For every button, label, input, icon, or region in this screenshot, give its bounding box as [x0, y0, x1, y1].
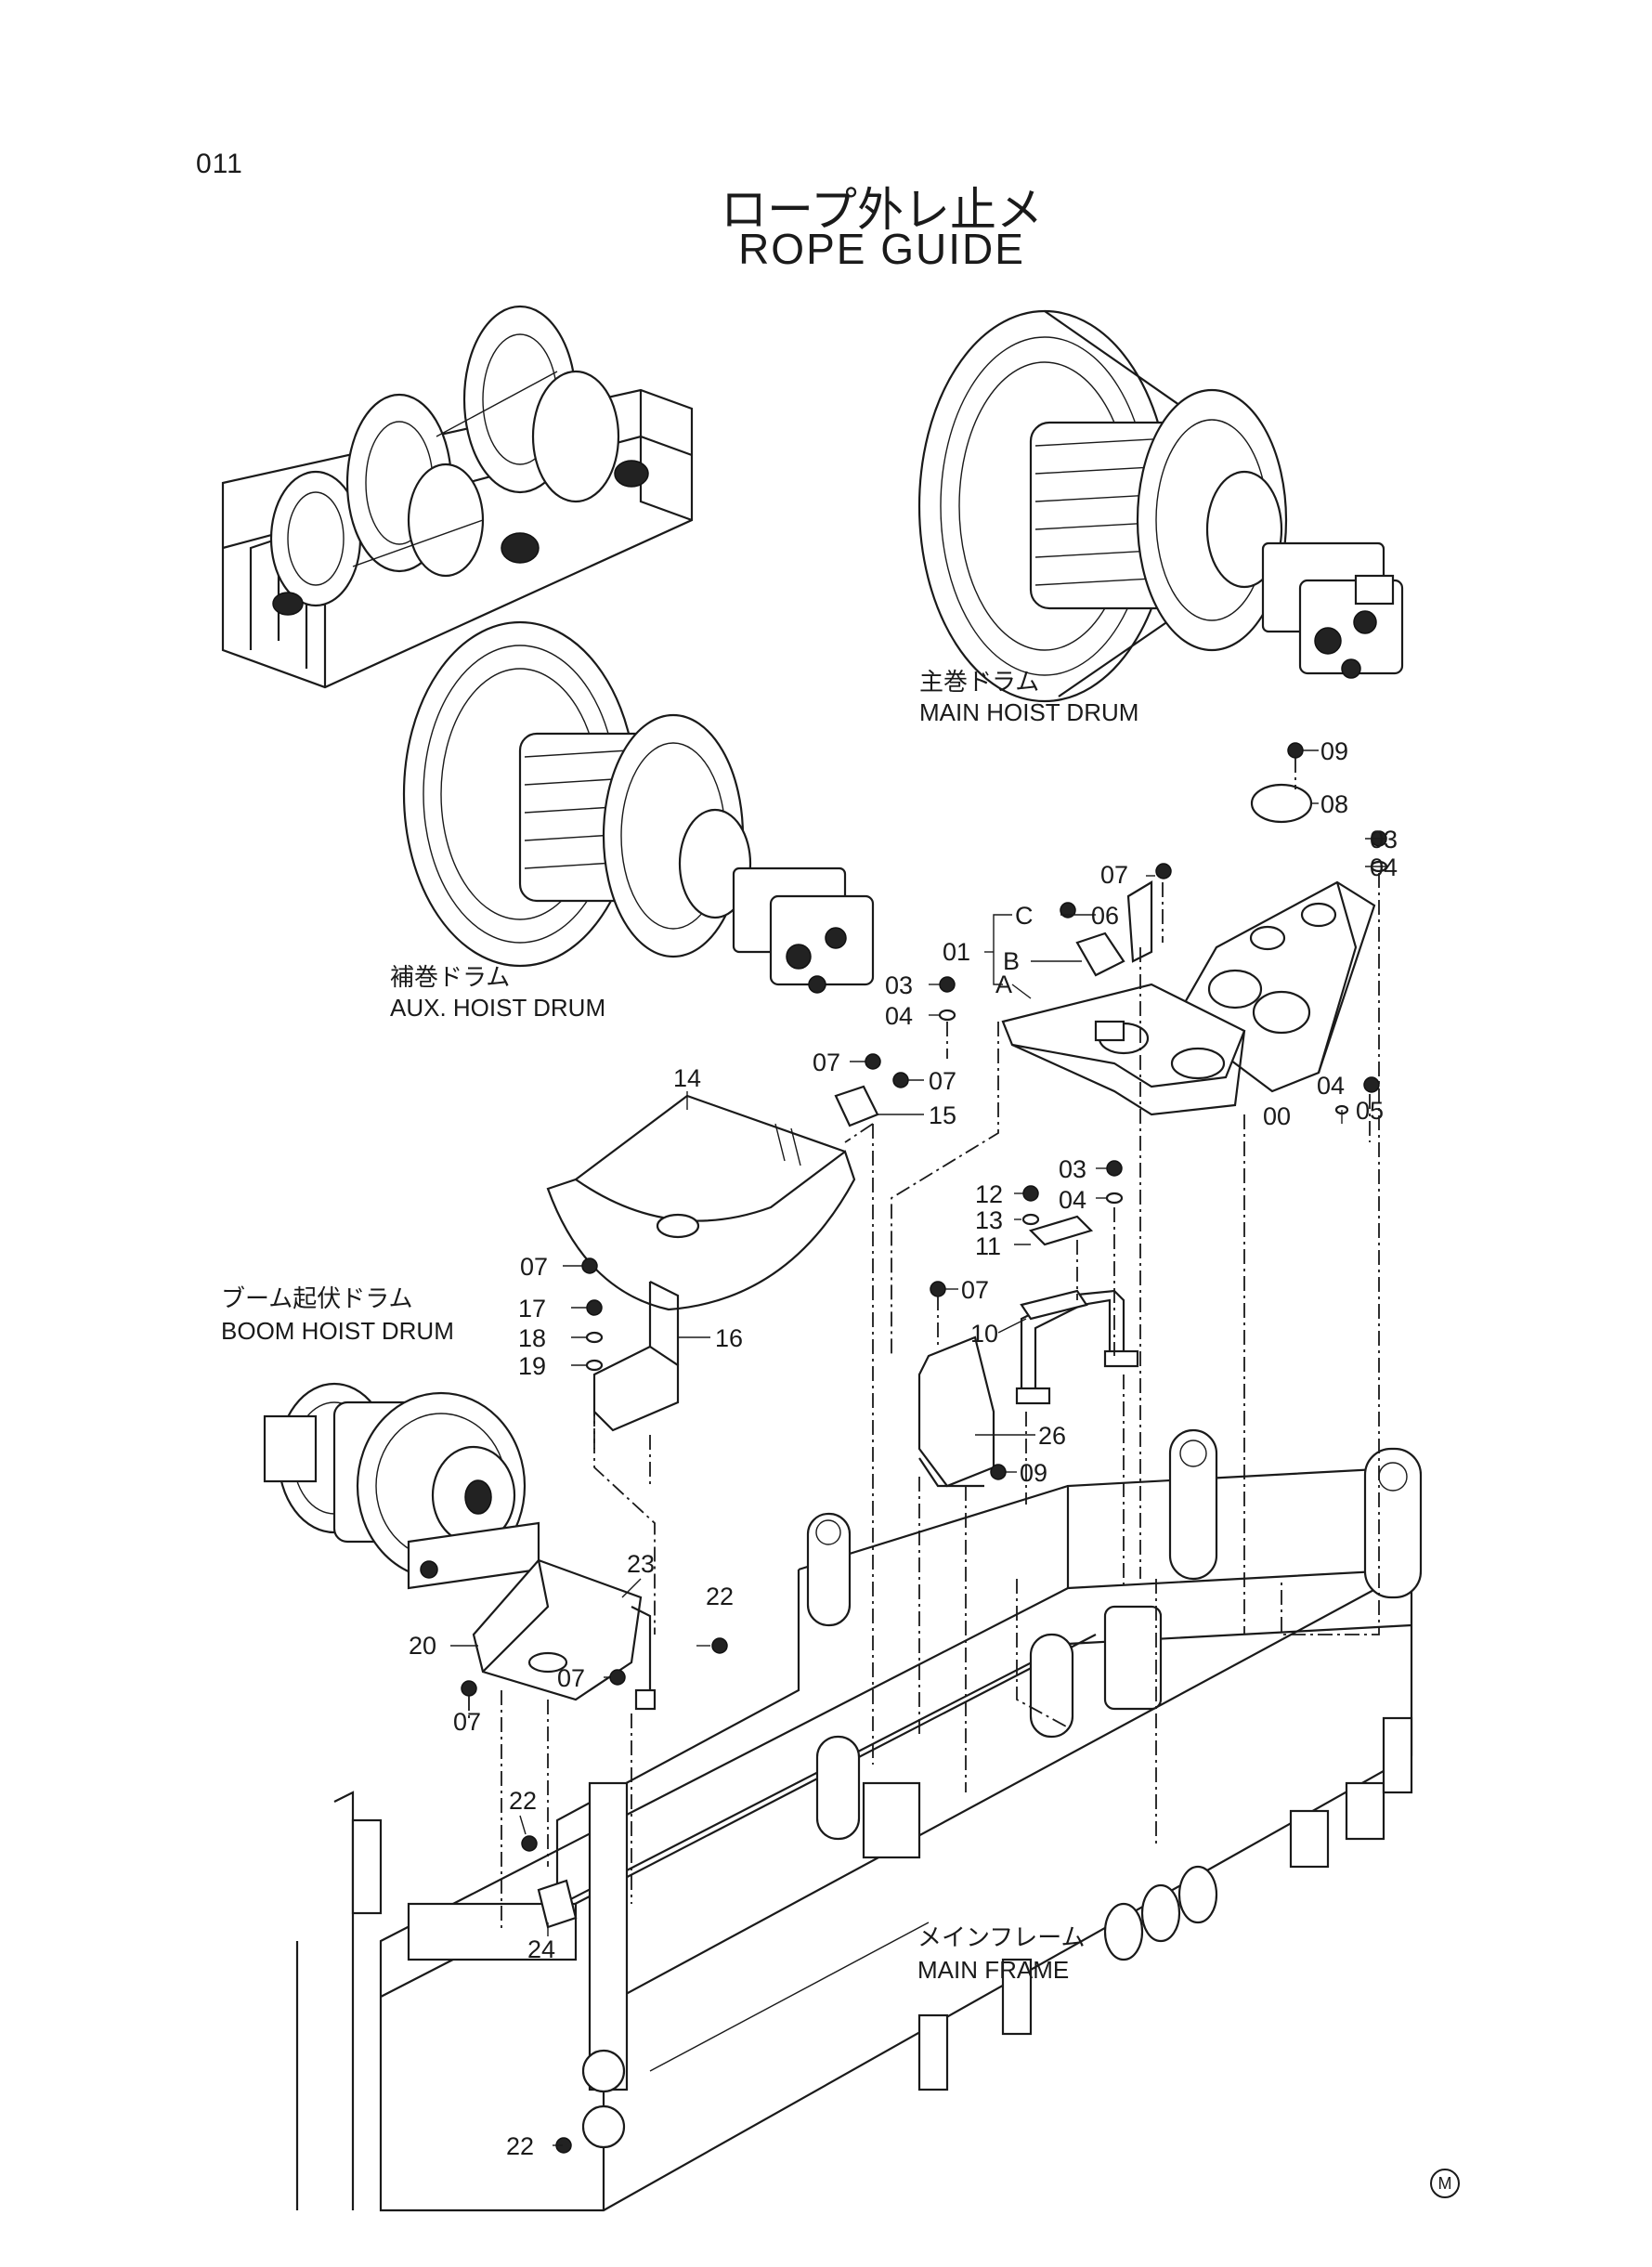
- callout-07: 07: [453, 1708, 482, 1736]
- callout-18: 18: [518, 1324, 547, 1352]
- callout-07: 07: [520, 1253, 549, 1281]
- callout-07: 07: [961, 1276, 990, 1304]
- callout-A: A: [995, 971, 1013, 998]
- boom-hoist-drum: [263, 1382, 540, 1590]
- callout-26: 26: [1038, 1422, 1067, 1450]
- callout-07: 07: [813, 1049, 841, 1076]
- part-08-cover: [1250, 783, 1313, 824]
- aux-hoist-drum: [402, 620, 875, 994]
- aux-hoist-drum-label-en: AUX. HOIST DRUM: [390, 994, 606, 1022]
- callout-20: 20: [409, 1632, 437, 1660]
- callout-17: 17: [518, 1295, 547, 1322]
- callout-16: 16: [715, 1324, 744, 1352]
- callout-04: 04: [885, 1002, 914, 1030]
- part-16-bracket: [592, 1281, 680, 1432]
- callout-22: 22: [506, 2132, 535, 2160]
- callout-07: 07: [557, 1664, 586, 1692]
- callout-12: 12: [975, 1180, 1004, 1208]
- callout-10: 10: [970, 1320, 999, 1348]
- part-14-rope-guide: [546, 1094, 856, 1311]
- callout-03: 03: [1370, 826, 1398, 853]
- main-hoist-drum: [917, 309, 1404, 703]
- bolt-icons: [461, 742, 1388, 2154]
- part-10-guide-rod: [1015, 1289, 1139, 1405]
- callout-22: 22: [706, 1583, 735, 1610]
- part-06-bracket: [1126, 880, 1153, 963]
- callout-22: 22: [509, 1787, 538, 1815]
- callout-11: 11: [975, 1232, 1002, 1260]
- assembly-lines: [468, 758, 1380, 1932]
- aux-hoist-drum-label-jp: 補巻ドラム: [390, 964, 511, 992]
- part-24-plate: [537, 1879, 578, 1929]
- boom-hoist-drum-label-en: BOOM HOIST DRUM: [221, 1317, 454, 1345]
- callout-08: 08: [1320, 790, 1349, 818]
- manufacturer-mark: M: [1430, 2169, 1460, 2198]
- main-frame-label-en: MAIN FRAME: [917, 1956, 1070, 1984]
- callout-19: 19: [518, 1352, 547, 1380]
- callout-00: 00: [1263, 1102, 1292, 1130]
- main-hoist-drum-label-en: MAIN HOIST DRUM: [919, 698, 1139, 726]
- callout-13: 13: [975, 1206, 1004, 1234]
- part-26-cover: [917, 1335, 995, 1488]
- callout-07: 07: [1100, 861, 1129, 889]
- title-japanese: ロープ外レ止メ: [721, 183, 1043, 237]
- overview-winch-assembly: [221, 305, 694, 689]
- callout-03: 03: [885, 971, 914, 999]
- leader-lines: [450, 749, 1386, 2146]
- callout-07: 07: [929, 1067, 957, 1095]
- part-00-guide-plate: [1001, 880, 1376, 1116]
- callout-B: B: [1003, 947, 1021, 975]
- callout-06: 06: [1091, 902, 1120, 930]
- callout-15: 15: [929, 1101, 957, 1129]
- part-B-bracket: [1075, 932, 1125, 977]
- callout-04: 04: [1059, 1186, 1087, 1214]
- part-23-bracket: [631, 1606, 657, 1711]
- main-hoist-drum-label-jp: 主巻ドラム: [919, 669, 1040, 697]
- callout-C: C: [1015, 902, 1034, 930]
- callout-09: 09: [1320, 737, 1349, 765]
- callout-05: 05: [1356, 1097, 1385, 1125]
- callout-09: 09: [1020, 1459, 1048, 1487]
- part-15-clip: [834, 1085, 879, 1127]
- boom-hoist-drum-label-jp: ブーム起伏ドラム: [221, 1285, 413, 1313]
- callout-14: 14: [673, 1064, 702, 1092]
- callout-04: 04: [1317, 1072, 1346, 1100]
- callout-24: 24: [527, 1935, 556, 1963]
- part-11-plate: [1028, 1215, 1094, 1246]
- callout-23: 23: [627, 1550, 656, 1578]
- title-english: ROPE GUIDE: [738, 225, 1025, 273]
- main-frame: [295, 1428, 1423, 2212]
- page-number: 011: [196, 149, 243, 179]
- callout-04: 04: [1370, 853, 1398, 881]
- main-frame-label-jp: メインフレーム: [917, 1924, 1086, 1952]
- callout-03: 03: [1059, 1155, 1087, 1183]
- callout-01: 01: [943, 938, 971, 966]
- part-20-tray: [472, 1558, 643, 1701]
